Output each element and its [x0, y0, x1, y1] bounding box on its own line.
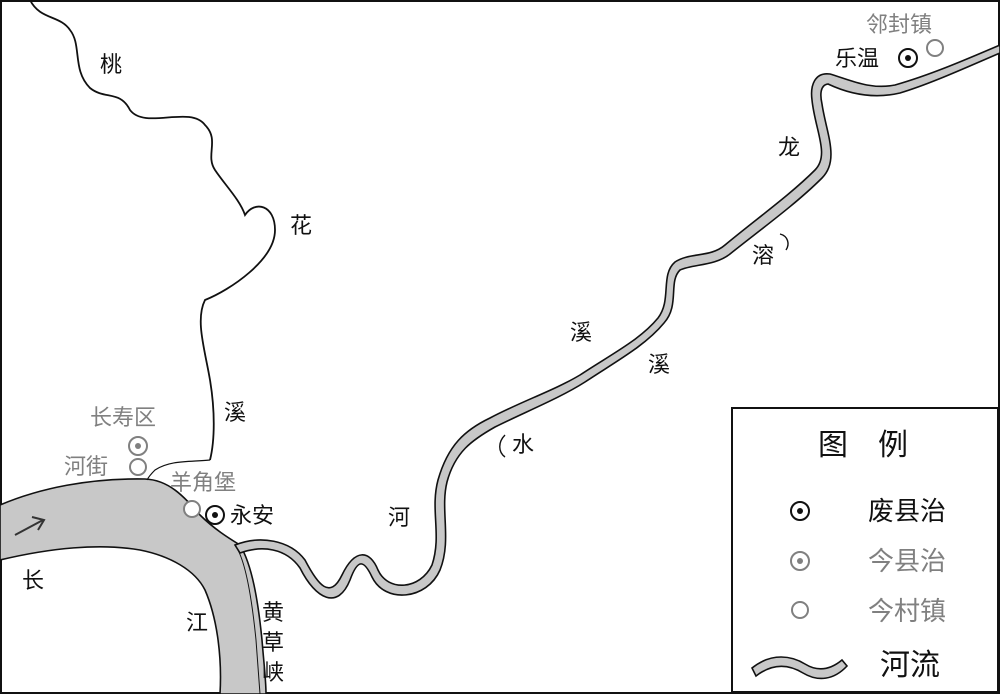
- label-xi-taohua: 溪: [224, 401, 246, 426]
- label-yongan: 永安: [230, 504, 274, 529]
- label-jiang: 江: [186, 611, 208, 636]
- label-lewen: 乐温: [835, 47, 879, 72]
- linfengzhen-marker: [926, 39, 944, 57]
- legend-bullseye-black-icon: [790, 501, 810, 521]
- legend-label-defunct-county: 废县治: [868, 497, 946, 527]
- lewen-marker: [898, 48, 918, 68]
- taohuaxi-river: [29, 0, 276, 461]
- label-shui: 水: [512, 433, 534, 458]
- label-rong: 溶: [752, 244, 774, 269]
- label-xia: 峡: [262, 661, 284, 686]
- legend-label-current-county: 今县治: [868, 547, 946, 577]
- label-cao: 草: [262, 631, 284, 656]
- paren-shui: [499, 434, 506, 458]
- hejie-creek: [146, 459, 211, 481]
- label-changshouqu: 长寿区: [90, 406, 156, 431]
- yangjiaobao-marker: [183, 500, 201, 518]
- legend-river-swatch-icon: [750, 656, 849, 680]
- label-huang: 黄: [262, 601, 284, 626]
- legend-label-village: 今村镇: [868, 597, 946, 627]
- label-hejie: 河街: [64, 455, 108, 480]
- label-long: 龙: [778, 136, 800, 161]
- huangcaoxia-river: [234, 544, 261, 694]
- arrow-icon: [14, 516, 46, 536]
- legend-circle-gray-icon: [791, 601, 809, 619]
- changshouqu-marker: [128, 436, 148, 456]
- label-yangjiaobao: 羊角堡: [170, 471, 236, 496]
- label-tao: 桃: [100, 53, 122, 78]
- legend-box: [731, 407, 999, 693]
- label-chang: 长: [22, 569, 44, 594]
- legend-title: 图 例: [818, 428, 908, 463]
- longrongxi-river: [233, 44, 1000, 599]
- label-hua: 花: [290, 214, 312, 239]
- label-xi-1: 溪: [570, 321, 592, 346]
- legend-label-river: 河流: [880, 648, 940, 683]
- legend-bullseye-gray-icon: [790, 551, 810, 571]
- legend: 图 例 废县治 今县治 今村镇 河流: [731, 407, 999, 693]
- paren-rong: [779, 233, 789, 251]
- yongan-marker: [205, 505, 225, 525]
- label-linfengzhen: 邻封镇: [866, 13, 932, 38]
- label-xi-2: 溪: [648, 353, 670, 378]
- changjiang-river: [0, 478, 267, 694]
- label-he: 河: [388, 506, 410, 531]
- hejie-marker: [129, 458, 147, 476]
